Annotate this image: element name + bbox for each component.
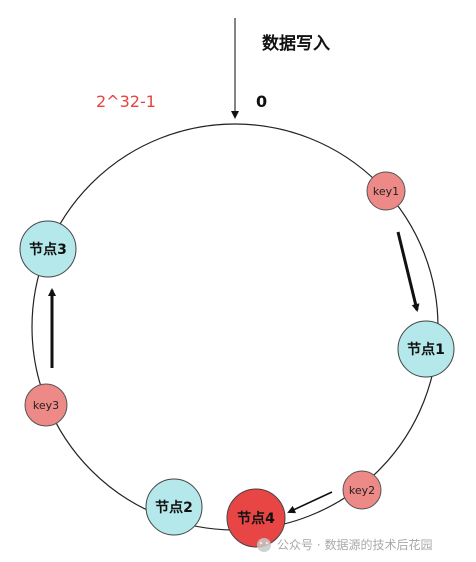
max-label: 2^32-1 <box>96 92 156 111</box>
key1-marker: key1 <box>366 171 406 211</box>
key2-marker: key2 <box>342 470 382 510</box>
node2-label: 节点2 <box>155 499 193 516</box>
zero-label: 0 <box>256 92 267 111</box>
key3-label: key3 <box>33 399 59 412</box>
node4-label: 节点4 <box>237 510 275 527</box>
key2-label: key2 <box>349 484 375 497</box>
watermark-text: 公众号 · 数据源的技术后花园 <box>277 537 432 552</box>
node4-marker: 节点4 <box>226 488 286 548</box>
node1-marker: 节点1 <box>397 320 455 378</box>
node1-label: 节点1 <box>407 341 445 358</box>
key1-label: key1 <box>373 185 399 198</box>
node3-label: 节点3 <box>29 241 67 258</box>
arrow-key2-to-node4 <box>287 491 333 514</box>
watermark: 公众号 · 数据源的技术后花园 <box>257 537 432 552</box>
node2-marker: 节点2 <box>145 478 203 536</box>
write-in-label: 数据写入 <box>262 33 330 54</box>
arrow-key1-to-node1 <box>396 231 420 312</box>
wechat-icon <box>257 538 271 552</box>
node3-marker: 节点3 <box>19 220 77 278</box>
key3-marker: key3 <box>24 383 68 427</box>
